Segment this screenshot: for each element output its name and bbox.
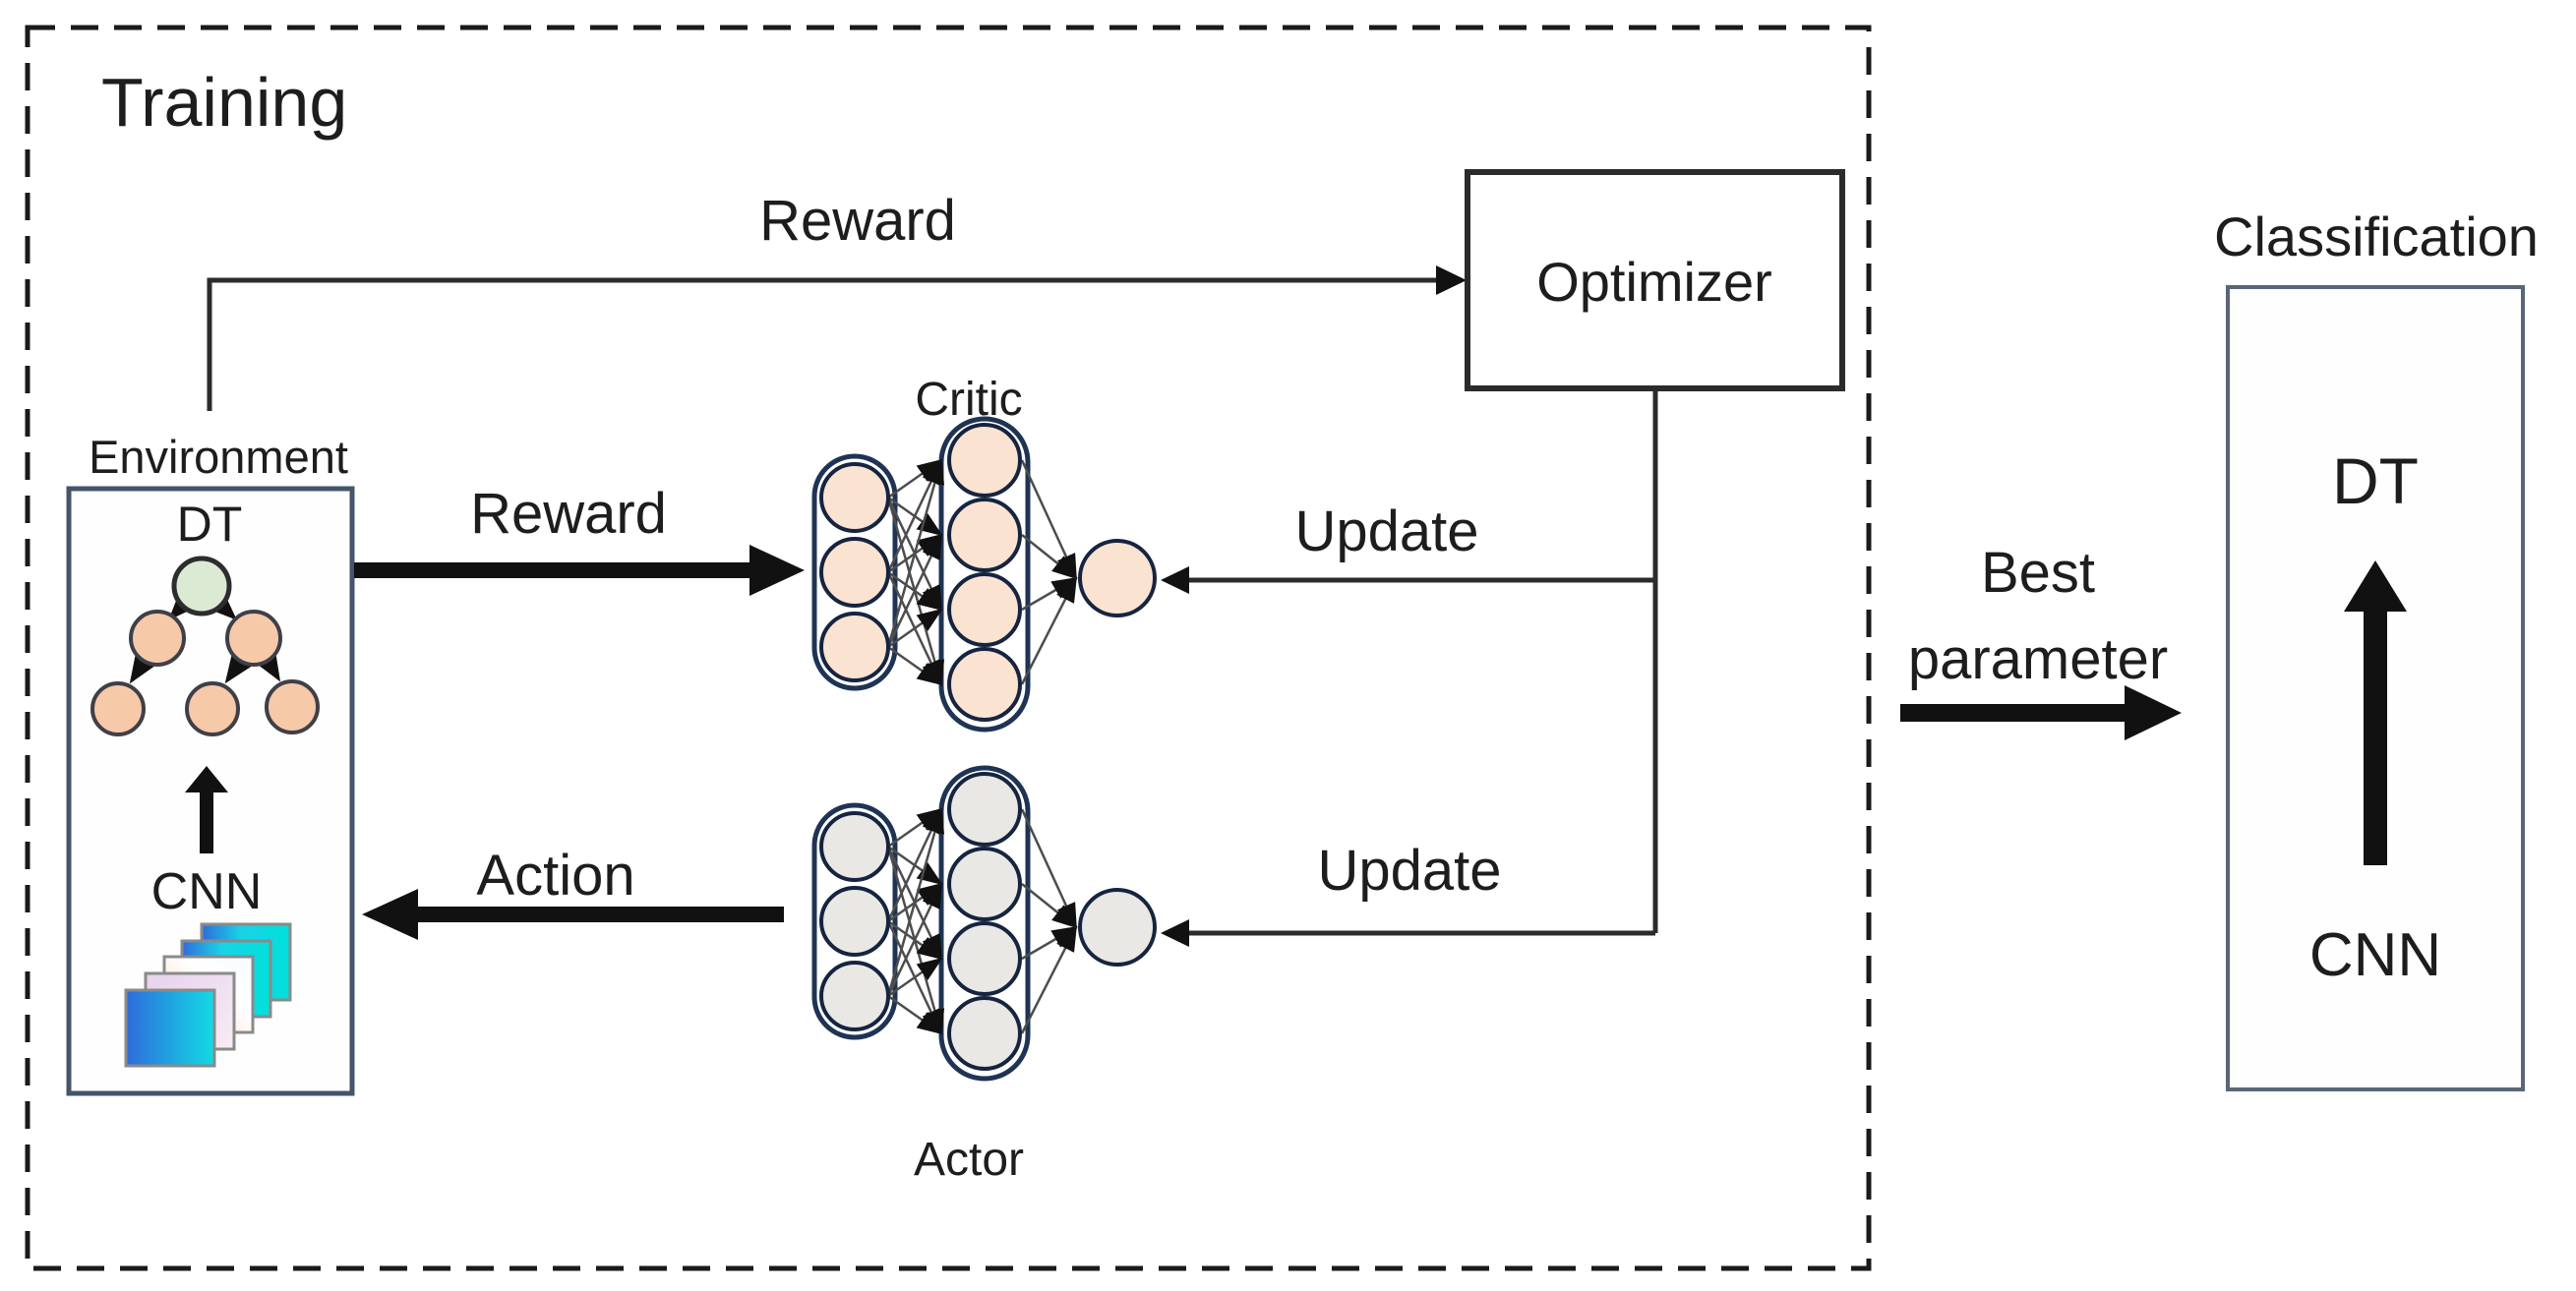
classification-up-arrow-icon — [2344, 560, 2407, 865]
env-up-arrow-icon — [185, 766, 228, 853]
action-flow: Action — [362, 844, 784, 940]
best-parameter-flow: Best parameter — [1900, 541, 2182, 740]
best-parameter-arrow-icon — [1900, 685, 2182, 740]
critic-network: Critic — [811, 374, 1157, 733]
update-actor-label: Update — [1317, 839, 1501, 903]
best-parameter-label-line1: Best — [1981, 541, 2095, 605]
environment-section: Environment DT CNN — [66, 431, 355, 1096]
training-dashed-box — [25, 25, 1872, 1271]
update-critic-label: Update — [1294, 499, 1478, 563]
classification-cnn-label: CNN — [2309, 921, 2441, 989]
environment-label: Environment — [89, 431, 348, 483]
actor-label: Actor — [914, 1134, 1024, 1186]
actor-network: Actor — [811, 765, 1157, 1186]
reward-mid-flow: Reward — [354, 482, 805, 596]
action-label: Action — [476, 844, 634, 908]
update-critic-arrowhead-icon — [1161, 566, 1189, 594]
best-parameter-label-line2: parameter — [1908, 627, 2168, 691]
reward-mid-label: Reward — [470, 482, 667, 546]
environment-cnn-label: CNN — [151, 863, 263, 920]
critic-nodes — [819, 423, 1157, 722]
reward-top-arrowhead-icon — [1436, 265, 1467, 295]
reward-top-label: Reward — [759, 189, 956, 253]
reward-top-connector: Reward — [207, 189, 1467, 411]
classification-title: Classification — [2214, 205, 2539, 267]
update-connectors: Update Update — [1161, 388, 1658, 947]
decision-tree-icon — [90, 556, 320, 736]
reward-mid-arrow-icon — [354, 545, 805, 596]
optimizer-label: Optimizer — [1536, 251, 1772, 313]
optimizer-box: Optimizer — [1465, 169, 1845, 391]
classification-dt-label: DT — [2332, 444, 2419, 517]
classification-section: Classification DT CNN — [2214, 205, 2539, 1091]
tree-child-nodes — [90, 610, 320, 736]
environment-dt-label: DT — [177, 497, 243, 552]
critic-connection-lines — [886, 458, 1078, 686]
tree-root-node — [171, 556, 232, 616]
cnn-image-stack-icon — [124, 922, 292, 1068]
critic-label: Critic — [915, 374, 1022, 426]
training-title: Training — [101, 64, 347, 141]
actor-nodes — [819, 772, 1157, 1071]
action-arrow-icon — [362, 889, 784, 940]
update-actor-arrowhead-icon — [1161, 919, 1189, 947]
actor-connection-lines — [886, 807, 1078, 1035]
